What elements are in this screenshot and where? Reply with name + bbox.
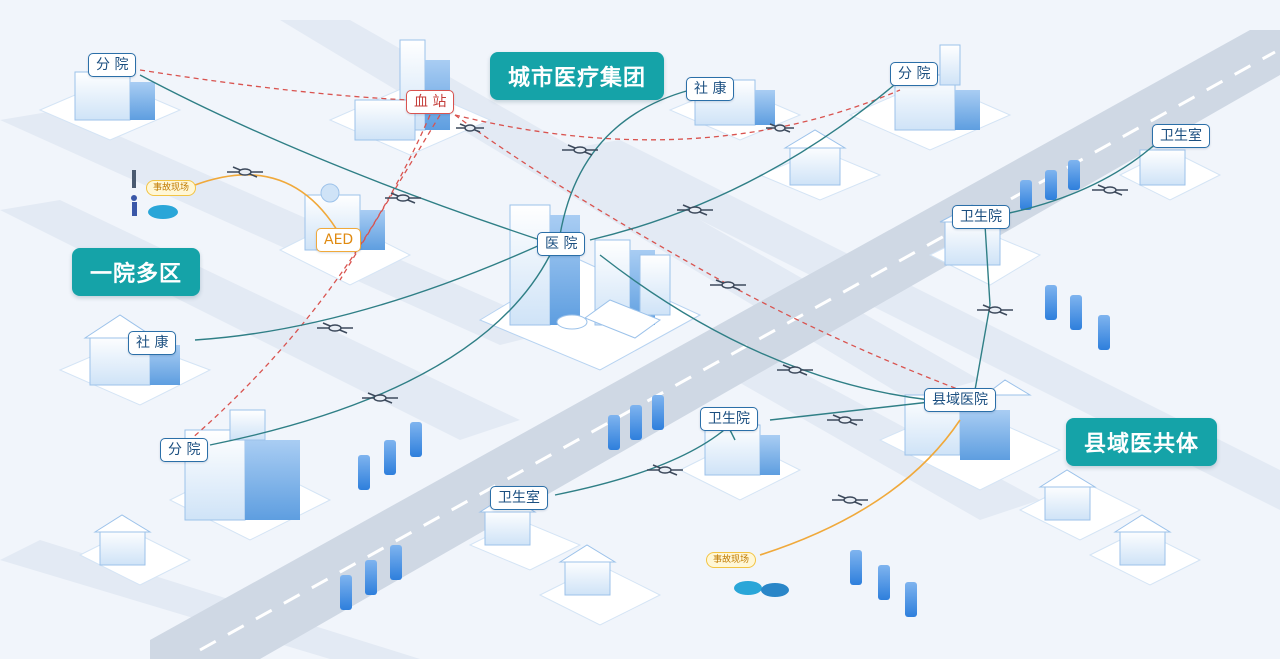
branch-hospital-label-top-left: 分 院 bbox=[88, 53, 137, 77]
road-center-line bbox=[199, 50, 1276, 652]
accident-scene-tag-bottom: 事故现场 bbox=[706, 552, 757, 568]
county-medical-community-tag: 县域医共体 bbox=[1066, 418, 1218, 466]
city-medical-group-tag: 城市医疗集团 bbox=[490, 52, 665, 100]
aed-label: AED bbox=[316, 228, 362, 252]
drones bbox=[227, 123, 1128, 506]
emergency-routes bbox=[194, 173, 961, 556]
blood-station-routes bbox=[139, 69, 961, 441]
blood-station-label: 血 站 bbox=[406, 90, 455, 114]
main-road bbox=[150, 30, 1280, 659]
health-room-label-top-right: 卫生室 bbox=[1152, 124, 1210, 148]
one-hospital-multi-district-tag: 一院多区 bbox=[72, 248, 201, 296]
health-center-label-bottom: 卫生院 bbox=[700, 407, 758, 431]
vehicles bbox=[131, 170, 789, 597]
health-center-label-right: 卫生院 bbox=[952, 205, 1010, 229]
branch-hospital-label-bottom-left: 分 院 bbox=[160, 438, 209, 462]
branch-hospital-label-top-right: 分 院 bbox=[890, 62, 939, 86]
health-room-label-bottom: 卫生室 bbox=[490, 486, 548, 510]
buildings bbox=[74, 39, 1186, 596]
community-health-label-top: 社 康 bbox=[686, 77, 735, 101]
pillars bbox=[340, 160, 1110, 617]
accident-scene-tag-left: 事故现场 bbox=[146, 180, 197, 196]
community-health-label-left: 社 康 bbox=[128, 331, 177, 355]
hospital-center-label: 医 院 bbox=[537, 232, 586, 256]
county-hospital-label: 县域医院 bbox=[924, 388, 996, 412]
network-routes bbox=[139, 74, 1161, 496]
